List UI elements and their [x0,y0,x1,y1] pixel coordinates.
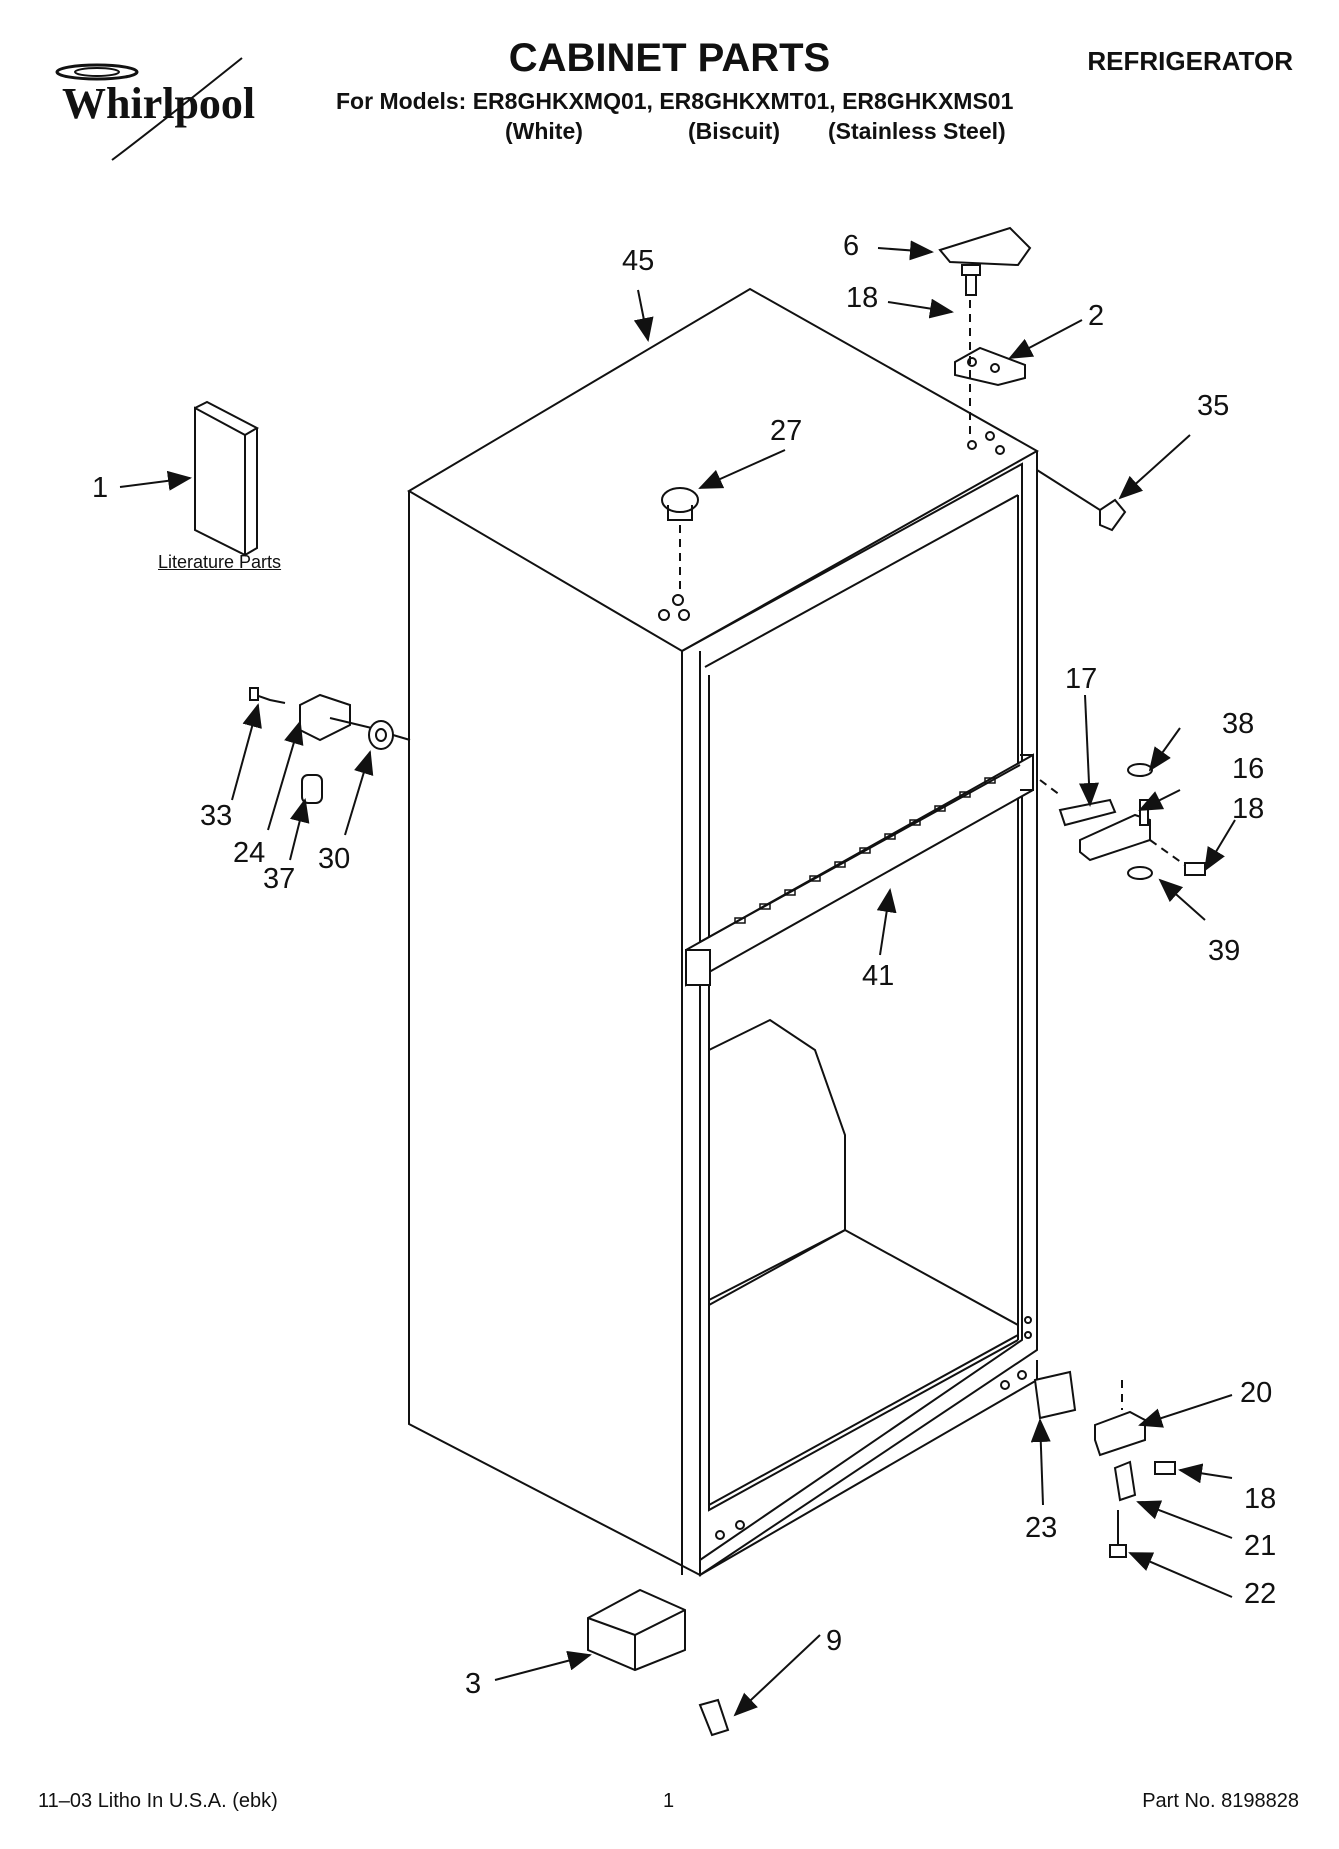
center-hinge-assembly [1039,763,1206,880]
page-title: CABINET PARTS [508,36,831,80]
callout-37: 37 [263,863,295,895]
models-line: For Models: ER8GHKXMQ01, ER8GHKXMT01, ER… [336,88,1014,114]
callout-numbers: 45 6 18 2 35 27 1 17 38 16 18 33 24 37 3… [92,230,1276,1700]
top-plug [661,487,699,521]
callout-3: 3 [465,1668,481,1700]
left-bracket-assembly [249,687,411,804]
page-number: 1 [663,1790,675,1812]
callout-45: 45 [622,245,654,277]
variant-white: (White) [505,118,583,144]
variant-biscuit: (Biscuit) [688,118,780,144]
variant-stainless: (Stainless Steel) [828,118,1006,144]
callout-18-bottom: 18 [1244,1483,1276,1515]
callout-41: 41 [862,960,894,992]
top-hinge [954,346,1026,387]
literature-booklet [194,400,260,557]
part-number: Part No. 8198828 [1142,1790,1299,1812]
callout-24: 24 [233,837,265,869]
leveler-assembly [587,1588,730,1737]
callout-27: 27 [770,415,802,447]
callout-35: 35 [1197,390,1229,422]
callout-leaders [119,240,1236,1717]
whirlpool-swoosh-logo [55,57,243,161]
callout-23: 23 [1025,1512,1057,1544]
callout-30: 30 [318,843,350,875]
brand-logo: Whirlpool [62,79,256,128]
top-hinge-screw [961,264,981,296]
hinge-hole-plug [1099,498,1127,532]
callout-39: 39 [1208,935,1240,967]
divider-rail [685,753,1034,987]
callout-9: 9 [826,1625,842,1657]
callout-6: 6 [843,230,859,262]
product-type: REFRIGERATOR [1087,46,1293,76]
callout-33: 33 [200,800,232,832]
callout-18-top: 18 [846,282,878,314]
bottom-hinge-assembly [1033,1370,1176,1558]
callout-22: 22 [1244,1578,1276,1610]
callout-18-center: 18 [1232,793,1264,825]
callout-16: 16 [1232,753,1264,785]
callout-38: 38 [1222,708,1254,740]
top-hinge-cover [938,226,1032,267]
footer-litho: 11–03 Litho In U.S.A. (ebk) [38,1790,278,1812]
callout-20: 20 [1240,1377,1272,1409]
callout-21: 21 [1244,1530,1276,1562]
callout-1: 1 [92,472,108,504]
callout-17: 17 [1065,663,1097,695]
callout-2: 2 [1088,300,1104,332]
literature-parts-label: Literature Parts [158,552,282,572]
